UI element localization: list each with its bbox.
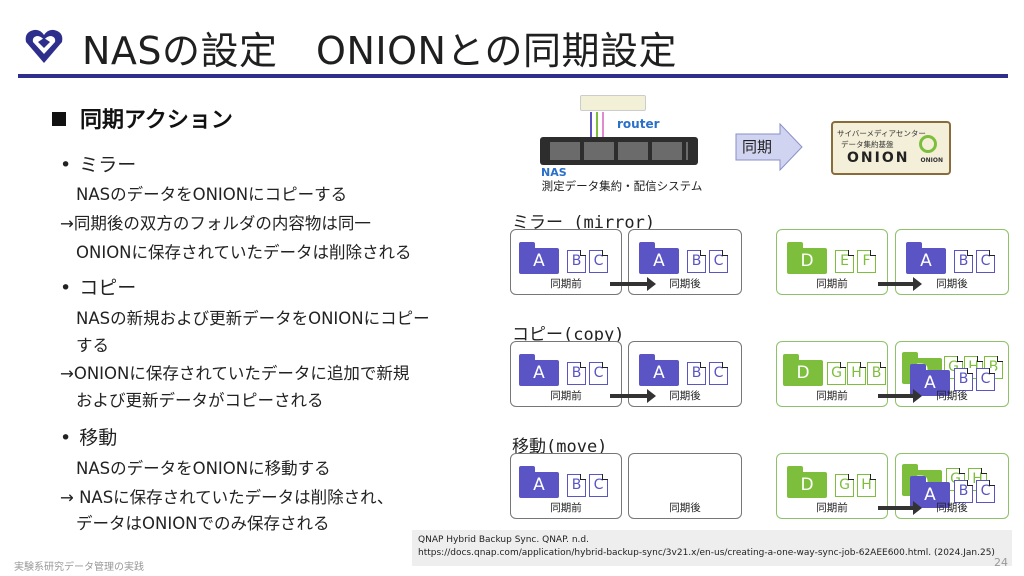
file-icon: C bbox=[709, 250, 728, 273]
arrow-icon bbox=[610, 277, 656, 291]
file-icon: C bbox=[709, 362, 728, 385]
box-caption: 同期前 bbox=[816, 278, 848, 290]
box-caption: 同期前 bbox=[550, 390, 582, 402]
arrow-icon bbox=[878, 277, 922, 291]
text-line: NASのデータをONIONに移動する bbox=[76, 459, 331, 478]
text-line: NASの新規および更新データをONIONにコピー bbox=[76, 309, 430, 328]
section-heading: 同期アクション bbox=[52, 102, 233, 134]
router-icon bbox=[580, 95, 646, 111]
folder-icon: A bbox=[519, 354, 559, 386]
file-icon: B bbox=[687, 362, 706, 385]
bullet-mirror: •ミラー bbox=[60, 154, 137, 176]
file-icon: B bbox=[567, 250, 586, 273]
nas-device-icon bbox=[540, 137, 698, 165]
file-icon: G bbox=[827, 362, 846, 385]
file-icon: E bbox=[835, 250, 854, 273]
section-label-copy: コピー(copy) bbox=[512, 325, 625, 345]
box-caption: 同期後 bbox=[669, 278, 701, 290]
file-icon: B bbox=[567, 474, 586, 497]
box-caption: 同期前 bbox=[816, 502, 848, 514]
sync-arrow-icon bbox=[735, 122, 803, 172]
reference-url: https://docs.qnap.com/application/hybrid… bbox=[418, 548, 995, 558]
square-bullet-icon bbox=[52, 112, 66, 126]
folder-icon: D bbox=[783, 354, 823, 386]
file-icon: H bbox=[847, 362, 866, 385]
folder-icon: A bbox=[639, 242, 679, 274]
nas-after-box: 同期後 bbox=[628, 453, 742, 519]
onion-after-box: D G H A B C 同期後 bbox=[895, 453, 1009, 519]
text-line: データはONIONでのみ保存される bbox=[76, 514, 330, 533]
title-divider bbox=[18, 74, 1008, 78]
text-line: および更新データがコピーされる bbox=[76, 391, 324, 410]
arrow-icon bbox=[878, 389, 922, 403]
text-line: → NASに保存されていたデータは削除され、 bbox=[60, 488, 394, 507]
box-caption: 同期前 bbox=[816, 390, 848, 402]
section-label-move: 移動(move) bbox=[512, 437, 608, 457]
text-line: →ONIONに保存されていたデータに追加で新規 bbox=[60, 364, 410, 383]
nas-before-box: A B C 同期前 bbox=[510, 341, 622, 407]
text-line: する bbox=[76, 336, 109, 355]
box-caption: 同期後 bbox=[669, 390, 701, 402]
bullet-copy: •コピー bbox=[60, 277, 137, 299]
university-logo-icon bbox=[25, 29, 63, 63]
folder-icon: A bbox=[519, 242, 559, 274]
onion-before-box: D G H B 同期前 bbox=[776, 341, 888, 407]
file-icon: F bbox=[857, 250, 876, 273]
box-caption: 同期前 bbox=[550, 278, 582, 290]
nas-before-box: A B C 同期前 bbox=[510, 229, 622, 295]
page-title: NASの設定 ONIONとの同期設定 bbox=[82, 29, 678, 73]
footer-course-title: 実験系研究データ管理の実践 bbox=[14, 562, 144, 573]
onion-before-box: D G H 同期前 bbox=[776, 453, 888, 519]
onion-before-box: D E F 同期前 bbox=[776, 229, 888, 295]
file-icon: C bbox=[976, 368, 995, 391]
file-icon: C bbox=[976, 250, 995, 273]
nas-before-box: A B C 同期前 bbox=[510, 453, 622, 519]
file-icon: B bbox=[954, 368, 973, 391]
folder-icon: A bbox=[906, 242, 946, 274]
file-icon: B bbox=[954, 480, 973, 503]
file-icon: C bbox=[589, 474, 608, 497]
folder-icon: D bbox=[787, 466, 827, 498]
text-line: ONIONに保存されていたデータは削除される bbox=[76, 243, 412, 262]
router-label: router bbox=[617, 117, 660, 131]
file-icon: G bbox=[835, 474, 854, 497]
folder-icon: D bbox=[787, 242, 827, 274]
reference-line: QNAP Hybrid Backup Sync. QNAP. n.d. bbox=[418, 535, 589, 545]
file-icon: C bbox=[589, 362, 608, 385]
box-caption: 同期後 bbox=[936, 390, 968, 402]
text-line: NASのデータをONIONにコピーする bbox=[76, 185, 348, 204]
file-icon: C bbox=[976, 480, 995, 503]
folder-icon: A bbox=[519, 466, 559, 498]
arrow-icon bbox=[878, 501, 922, 515]
nas-label: NAS bbox=[541, 166, 567, 179]
page-number: 24 bbox=[994, 556, 1008, 569]
file-icon: B bbox=[567, 362, 586, 385]
arrow-icon bbox=[610, 389, 656, 403]
nas-caption: 測定データ集約・配信システム bbox=[541, 179, 703, 193]
onion-logo: サイバーメディアセンター データ集約基盤 ONION ONION bbox=[831, 121, 951, 175]
folder-icon: A bbox=[910, 476, 950, 508]
file-icon: B bbox=[867, 362, 886, 385]
bullet-move: •移動 bbox=[60, 427, 118, 449]
text-line: →同期後の双方のフォルダの内容物は同一 bbox=[60, 214, 371, 233]
sync-label: 同期 bbox=[742, 138, 773, 156]
box-caption: 同期後 bbox=[936, 502, 968, 514]
box-caption: 同期後 bbox=[936, 278, 968, 290]
file-icon: H bbox=[857, 474, 876, 497]
onion-after-box: D G H B A B C 同期後 bbox=[895, 341, 1009, 407]
file-icon: B bbox=[687, 250, 706, 273]
file-icon: B bbox=[954, 250, 973, 273]
network-arrows bbox=[588, 110, 608, 140]
folder-icon: A bbox=[639, 354, 679, 386]
box-caption: 同期前 bbox=[550, 502, 582, 514]
box-caption: 同期後 bbox=[669, 502, 701, 514]
reference-box: QNAP Hybrid Backup Sync. QNAP. n.d. http… bbox=[412, 530, 1012, 566]
file-icon: C bbox=[589, 250, 608, 273]
section-label-mirror: ミラー (mirror) bbox=[512, 213, 656, 233]
